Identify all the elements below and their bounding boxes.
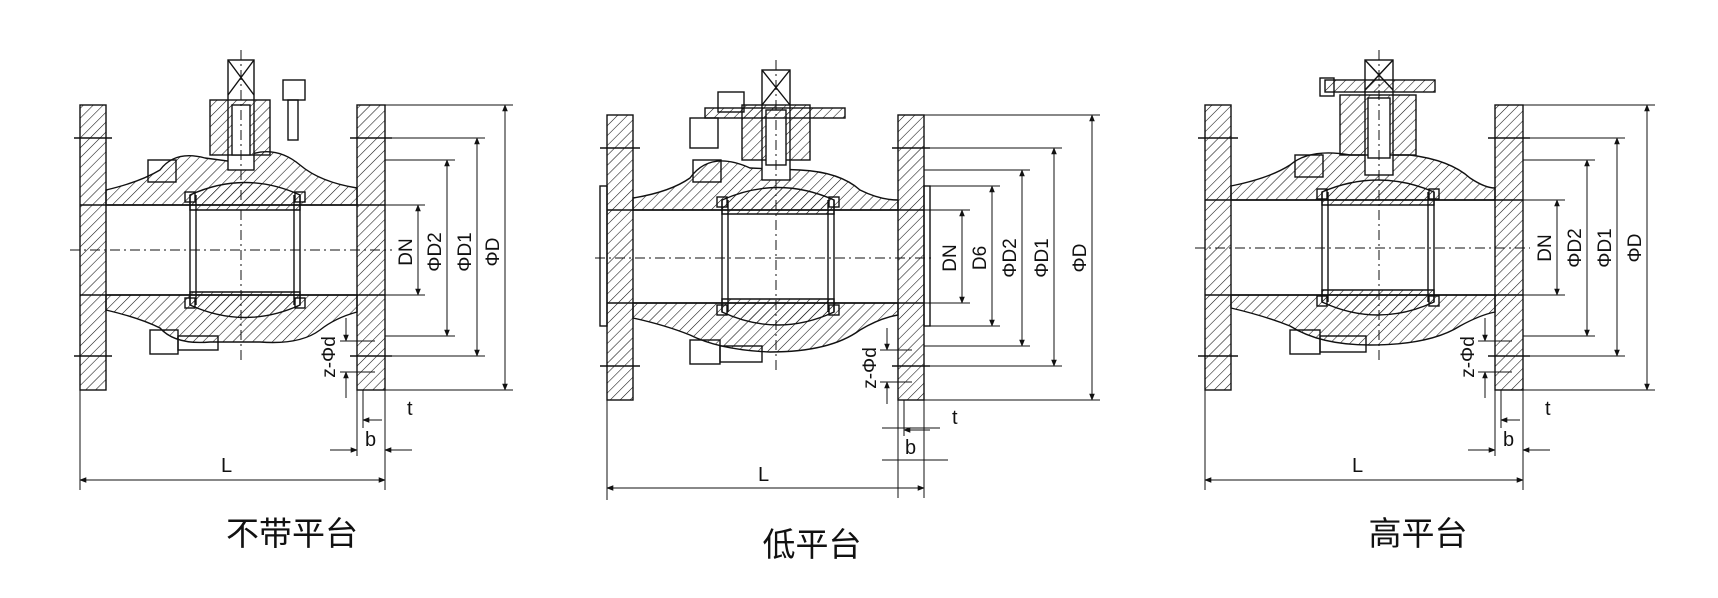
upper-body bbox=[632, 160, 899, 211]
view-no-platform bbox=[70, 50, 513, 490]
low-platform bbox=[704, 107, 846, 119]
dim-D: ΦD bbox=[1625, 234, 1646, 263]
dim-D1: ΦD1 bbox=[1595, 228, 1616, 267]
dim-b: b bbox=[905, 437, 916, 459]
dim-D: ΦD bbox=[483, 238, 504, 267]
dim-t: t bbox=[952, 407, 958, 429]
view-high-platform bbox=[1195, 50, 1655, 490]
dim-DN: DN bbox=[940, 244, 961, 271]
caption-low-platform: 低平台 bbox=[763, 525, 862, 564]
view-no-platform-labels: DN ΦD2 ΦD1 ΦD z-Φd t b L 不带平台 bbox=[221, 232, 504, 553]
caption-high-platform: 高平台 bbox=[1369, 514, 1468, 553]
dim-zd: z-Φd bbox=[319, 336, 340, 378]
view-high-platform-labels: DN ΦD2 ΦD1 ΦD z-Φd t b L 高平台 bbox=[1352, 228, 1646, 553]
lower-body bbox=[1230, 294, 1496, 346]
dim-D2: ΦD2 bbox=[425, 232, 446, 271]
dim-t: t bbox=[407, 398, 413, 420]
dim-DN: DN bbox=[1535, 234, 1556, 261]
dim-zd: z-Φd bbox=[860, 347, 881, 389]
view-low-platform-labels: DN D6 ΦD2 ΦD1 ΦD z-Φd t b L 低平台 bbox=[758, 238, 1091, 564]
dim-b: b bbox=[1503, 429, 1514, 451]
right-flange bbox=[356, 104, 386, 391]
dim-zd: z-Φd bbox=[1458, 336, 1479, 378]
dim-D6: D6 bbox=[970, 246, 991, 270]
dim-b: b bbox=[365, 429, 376, 451]
dim-L: L bbox=[221, 455, 232, 477]
caption-no-platform: 不带平台 bbox=[226, 514, 358, 553]
dim-L: L bbox=[758, 464, 769, 486]
dim-DN: DN bbox=[396, 238, 417, 265]
dim-L: L bbox=[1352, 455, 1363, 477]
view-low-platform bbox=[595, 60, 1100, 500]
dim-D1: ΦD1 bbox=[455, 232, 476, 271]
dim-D2: ΦD2 bbox=[1565, 228, 1586, 267]
dim-D: ΦD bbox=[1070, 244, 1091, 273]
dim-t: t bbox=[1545, 398, 1551, 420]
dim-D1: ΦD1 bbox=[1032, 238, 1053, 277]
left-flange bbox=[79, 104, 107, 391]
high-platform bbox=[1324, 79, 1436, 93]
dim-D2: ΦD2 bbox=[1000, 238, 1021, 277]
